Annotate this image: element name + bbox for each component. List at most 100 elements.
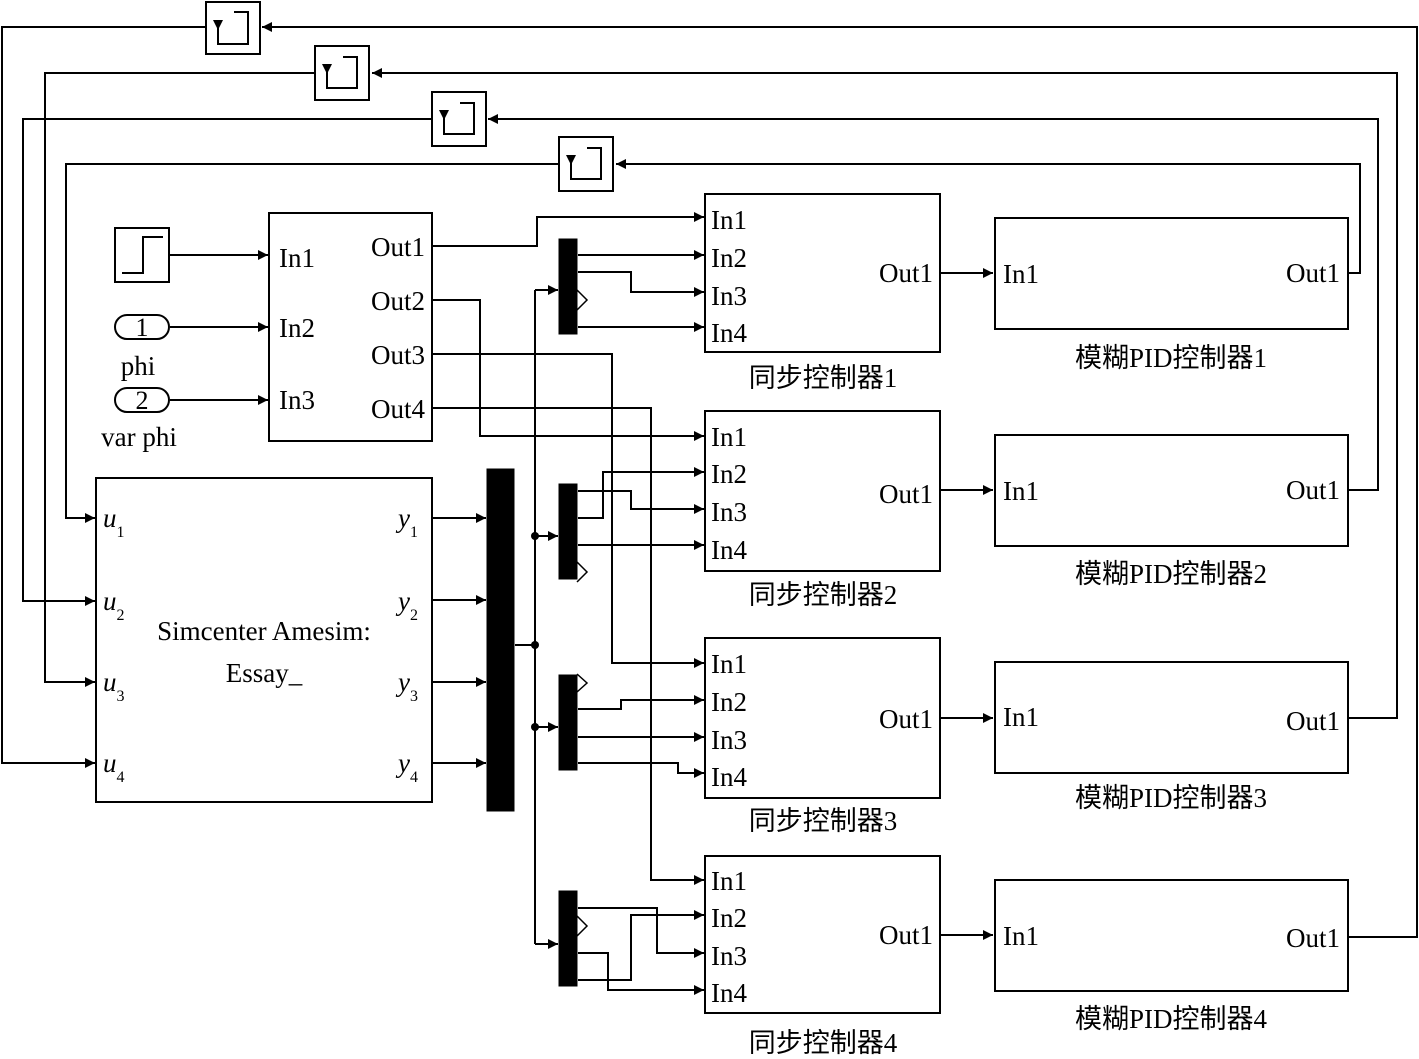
feedback-wire-3 — [488, 114, 1379, 491]
amesim-input-u4: u4 — [103, 748, 125, 786]
pid-controller-label: 模糊PID控制器1 — [1075, 343, 1267, 373]
port-label: Out1 — [879, 704, 933, 734]
signal-subsystem[interactable]: In1 In2 In3 Out1 Out2 Out3 Out4 — [268, 212, 433, 442]
amesim-output-y1: y1 — [395, 503, 418, 541]
port-label: In4 — [711, 318, 747, 348]
demux1-out-b — [578, 271, 704, 297]
sync-controller-label: 同步控制器3 — [749, 806, 898, 836]
amesim-output-y2: y2 — [395, 586, 418, 624]
port-label: Out1 — [371, 232, 425, 262]
demux4-out-b — [578, 952, 704, 995]
port-label: In1 — [1003, 702, 1039, 732]
junction-dot — [531, 532, 539, 540]
out1-wire — [433, 212, 704, 247]
pid-controller-3[interactable]: In1 Out1 — [994, 661, 1349, 774]
sync-controller-2[interactable]: In1 In2 In3 In4 Out1 — [704, 410, 941, 572]
feedback-wire-3-return — [22, 118, 432, 606]
port-label: Out1 — [1286, 475, 1340, 505]
demux4-out-a — [578, 907, 704, 958]
demux3-out-c — [578, 762, 704, 778]
demux4-out-c — [578, 910, 704, 981]
demux2-out-a — [578, 490, 704, 514]
memory-block-1[interactable] — [205, 1, 261, 55]
amesim-title: Simcenter Amesim: — [157, 616, 371, 646]
step-block[interactable] — [114, 227, 170, 283]
amesim-input-u1: u1 — [103, 503, 125, 541]
inport-label: phi — [121, 351, 156, 381]
port-label: In1 — [1003, 476, 1039, 506]
port-label: Out1 — [879, 479, 933, 509]
pid-controller-label: 模糊PID控制器4 — [1075, 1004, 1268, 1034]
demux-block-4[interactable] — [558, 890, 589, 987]
port-label: In2 — [711, 459, 747, 489]
sync-controller-label: 同步控制器2 — [749, 580, 898, 610]
port-label: In3 — [279, 385, 315, 415]
sync-controller-3[interactable]: In1 In2 In3 In4 Out1 — [704, 637, 941, 799]
amesim-output-y4: y4 — [395, 748, 418, 786]
pid-controller-4[interactable]: In1 Out1 — [994, 879, 1349, 992]
inport-label: var phi — [101, 422, 177, 452]
amesim-output-y3: y3 — [395, 667, 418, 705]
port-label: In1 — [279, 243, 315, 273]
demux-block-3[interactable] — [558, 673, 589, 771]
amesim-title: Essay_ — [226, 658, 303, 688]
memory-icon — [322, 56, 358, 89]
out4-wire — [433, 407, 704, 885]
pid-controller-label: 模糊PID控制器3 — [1075, 783, 1267, 813]
memory-block-4[interactable] — [558, 136, 614, 192]
port-label: In4 — [711, 762, 747, 792]
port-label: In2 — [711, 687, 747, 717]
memory-icon — [439, 102, 475, 135]
feedback-wire-4 — [616, 159, 1361, 274]
feedback-wire-1 — [262, 22, 1418, 938]
port-label: In1 — [711, 422, 747, 452]
demux-block-2[interactable] — [558, 483, 589, 583]
out2-wire — [433, 299, 704, 441]
port-label: In3 — [711, 497, 747, 527]
port-label: Out4 — [371, 394, 426, 424]
memory-icon — [213, 11, 249, 45]
sync-controller-4[interactable]: In1 In2 In3 In4 Out1 — [704, 855, 941, 1014]
pid-controller-label: 模糊PID控制器2 — [1075, 559, 1267, 589]
sync-controller-label: 同步控制器1 — [749, 363, 898, 393]
port-label: Out2 — [371, 286, 425, 316]
port-label: In3 — [711, 281, 747, 311]
port-label: Out1 — [879, 920, 933, 950]
port-label: In1 — [1003, 921, 1039, 951]
pid-controller-2[interactable]: In1 Out1 — [994, 434, 1349, 547]
port-label: Out1 — [1286, 258, 1340, 288]
port-label: Out3 — [371, 340, 425, 370]
junction-dot — [531, 641, 539, 649]
port-label: In3 — [711, 725, 747, 755]
feedback-wire-4-return — [65, 163, 559, 523]
sync-controller-label: 同步控制器4 — [749, 1028, 898, 1058]
port-label: Out1 — [1286, 706, 1340, 736]
step-icon — [122, 236, 163, 274]
port-label: In1 — [1003, 259, 1039, 289]
inport-number: 2 — [136, 386, 149, 415]
demux-block-1[interactable] — [558, 238, 589, 335]
out3-wire — [433, 353, 704, 668]
port-label: In1 — [711, 866, 747, 896]
memory-block-3[interactable] — [431, 91, 487, 147]
amesim-block[interactable]: Simcenter Amesim: Essay_ u1 u2 u3 u4 y1 … — [95, 477, 433, 803]
memory-block-2[interactable] — [314, 45, 370, 101]
port-label: In4 — [711, 535, 747, 565]
port-label: In4 — [711, 978, 747, 1008]
sync-controller-1[interactable]: In1 In2 In3 In4 Out1 — [704, 193, 941, 353]
port-label: Out1 — [1286, 923, 1340, 953]
feedback-wire-2-return — [44, 72, 315, 687]
inport-2[interactable]: 2 — [114, 386, 170, 415]
port-label: Out1 — [879, 258, 933, 288]
inport-1[interactable]: 1 — [114, 313, 170, 342]
feedback-wire-2 — [372, 68, 1398, 719]
inport-number: 1 — [136, 313, 149, 342]
demux3-out-a — [578, 695, 704, 710]
junction-dot — [531, 723, 539, 731]
pid-controller-1[interactable]: In1 Out1 — [994, 217, 1349, 330]
mux-block[interactable] — [486, 468, 515, 812]
port-label: In2 — [711, 243, 747, 273]
memory-icon — [566, 147, 602, 180]
signal-wires — [1, 22, 1418, 995]
